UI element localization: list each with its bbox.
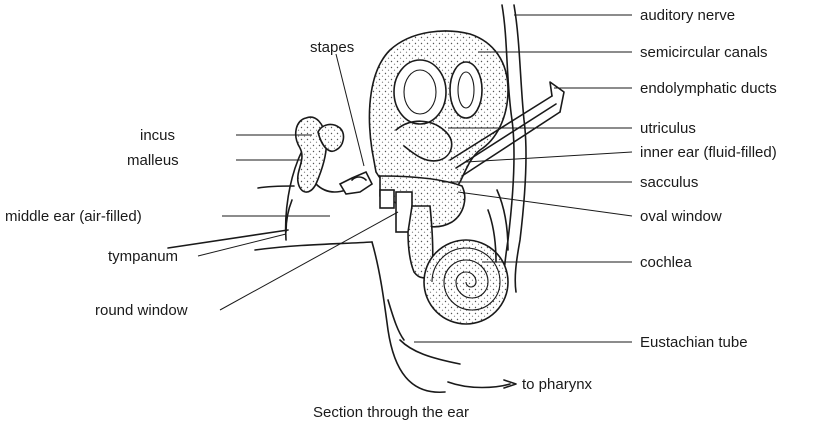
semicircular-canal-2: [450, 62, 482, 118]
label-stapes: stapes: [310, 39, 354, 56]
label-tympanum: tympanum: [108, 248, 178, 265]
label-inner-ear: inner ear (fluid-filled): [640, 144, 777, 161]
label-round-window: round window: [95, 302, 188, 319]
oval-window-shape: [380, 190, 394, 208]
label-malleus: malleus: [127, 152, 179, 169]
label-to-pharynx: to pharynx: [522, 376, 593, 393]
label-oval-window: oval window: [640, 208, 722, 225]
vestibule-shape: [369, 31, 508, 200]
eustachian-tube-shape: [400, 340, 460, 364]
stapes-shape: [340, 172, 372, 194]
label-endolymphatic-ducts: endolymphatic ducts: [640, 80, 777, 97]
label-auditory-nerve: auditory nerve: [640, 7, 735, 24]
label-cochlea: cochlea: [640, 254, 692, 271]
label-semicircular-canals: semicircular canals: [640, 44, 768, 61]
label-incus: incus: [140, 127, 175, 144]
label-sacculus: sacculus: [640, 174, 698, 191]
caption: Section through the ear: [313, 404, 469, 421]
label-utriculus: utriculus: [640, 120, 696, 137]
label-middle-ear: middle ear (air-filled): [5, 208, 142, 225]
label-eustachian-tube: Eustachian tube: [640, 334, 748, 351]
canal-wall: [168, 230, 288, 248]
